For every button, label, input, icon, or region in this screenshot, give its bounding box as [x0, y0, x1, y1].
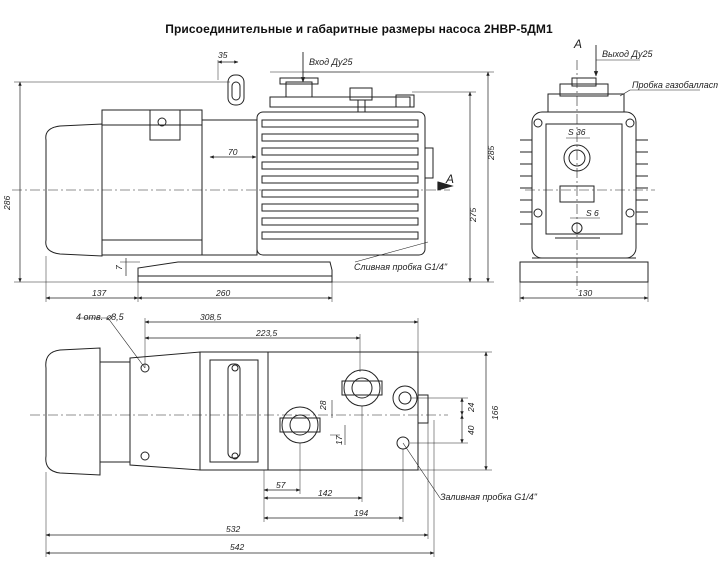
motor-body — [101, 109, 203, 256]
dim-7: 7 — [114, 265, 124, 270]
dim-542: 542 — [230, 542, 244, 552]
outlet-label: Выход Ду25 — [602, 49, 653, 59]
end-view-fins — [520, 139, 648, 225]
lifting-eye — [227, 74, 245, 106]
base-frame — [137, 261, 333, 283]
dim-285: 285 — [486, 146, 496, 161]
dim-28: 28 — [318, 400, 328, 411]
dim-194: 194 — [354, 508, 368, 518]
dim-17: 17 — [334, 435, 344, 445]
section-mark-end: A — [573, 37, 582, 51]
top-motor-cover — [45, 347, 101, 476]
dim-142: 142 — [318, 488, 332, 498]
wrench-6: S 6 — [586, 208, 599, 218]
dim-286: 286 — [2, 196, 12, 211]
dim-532: 532 — [226, 524, 240, 534]
dim-166: 166 — [490, 406, 500, 420]
dim-24: 24 — [466, 402, 476, 413]
fill-plug-label: Заливная пробка G1/4" — [440, 492, 538, 502]
top-pump-housing — [267, 351, 419, 471]
dim-275: 275 — [468, 208, 478, 223]
dim-70: 70 — [228, 147, 238, 157]
wrench-36: S 36 — [568, 127, 586, 137]
gas-ballast-label: Пробка газобалласта — [632, 80, 718, 90]
side-view — [12, 52, 494, 302]
motor-terminal-box — [149, 109, 181, 141]
dim-308-5: 308,5 — [200, 312, 222, 322]
top-view — [30, 317, 492, 557]
inlet-label: Вход Ду25 — [309, 57, 354, 67]
top-coupling — [199, 351, 269, 471]
mount-hole-2 — [140, 451, 150, 461]
drain-plug-label: Сливная пробка G1/4" — [354, 262, 448, 272]
dim-260: 260 — [215, 288, 230, 298]
dim-40: 40 — [466, 425, 476, 435]
mounting-holes-label: 4 отв. ⌀8,5 — [76, 312, 125, 322]
drawing-title: Присоединительные и габаритные размеры н… — [165, 22, 553, 36]
dim-35: 35 — [218, 50, 228, 60]
dim-137: 137 — [92, 288, 106, 298]
dim-57: 57 — [276, 480, 286, 490]
end-view — [519, 45, 700, 302]
section-mark-side: A — [445, 172, 454, 186]
cooling-fins — [261, 119, 419, 240]
dim-223-5: 223,5 — [255, 328, 278, 338]
end-view-base — [519, 261, 649, 283]
dim-130: 130 — [578, 288, 592, 298]
